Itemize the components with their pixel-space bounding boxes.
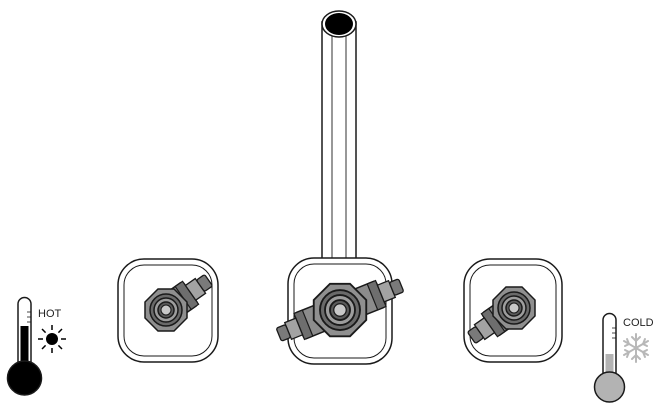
right-valve-core xyxy=(492,286,536,330)
thermometer-hot-icon xyxy=(6,296,43,396)
valve-left xyxy=(117,258,219,363)
sun-icon xyxy=(38,325,66,353)
valve-right xyxy=(462,258,563,363)
left-valve-core xyxy=(144,288,188,332)
hot-label: HOT xyxy=(38,308,62,320)
riser-pipe xyxy=(321,10,357,261)
valve-center xyxy=(272,257,408,365)
thermometer-cold-icon xyxy=(593,312,626,403)
center-valve-core xyxy=(312,282,368,338)
snowflake-icon xyxy=(623,333,649,363)
cold-label: COLD xyxy=(623,317,654,329)
